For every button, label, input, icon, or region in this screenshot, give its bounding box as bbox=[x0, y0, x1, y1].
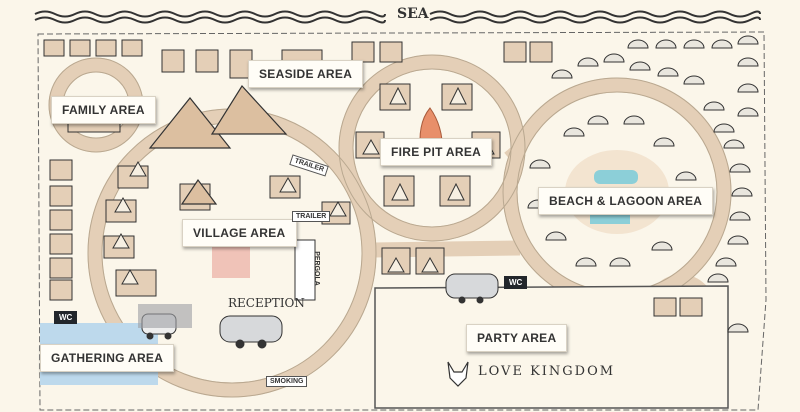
trailer-sign-2: TRAILER bbox=[292, 211, 331, 222]
pergola-sign: PERGOLA bbox=[312, 251, 320, 286]
village-pink-building bbox=[212, 244, 250, 278]
lagoon-water bbox=[594, 170, 638, 184]
area-label-gathering[interactable]: GATHERING AREA bbox=[40, 344, 175, 372]
sea-waves bbox=[34, 10, 761, 24]
area-label-fire-pit[interactable]: FIRE PIT AREA bbox=[380, 138, 493, 166]
area-label-party[interactable]: PARTY AREA bbox=[466, 324, 568, 352]
area-label-beach-lagoon[interactable]: BEACH & LAGOON AREA bbox=[538, 187, 714, 215]
reception-trailer-icon bbox=[219, 315, 283, 349]
tipi-icons bbox=[148, 85, 288, 205]
fire-icon bbox=[419, 107, 443, 141]
site-boundary bbox=[37, 31, 767, 411]
area-label-village[interactable]: VILLAGE AREA bbox=[182, 219, 297, 247]
smoking-sign: SMOKING bbox=[266, 376, 308, 387]
dome-tent-icons bbox=[527, 35, 759, 333]
area-label-family[interactable]: FAMILY AREA bbox=[51, 96, 156, 124]
reception-label: RECEPTION bbox=[228, 296, 305, 310]
area-label-seaside[interactable]: SEASIDE AREA bbox=[248, 60, 364, 88]
brand-name: LOVE KINGDOM bbox=[478, 364, 616, 379]
party-trailer-icon bbox=[445, 273, 499, 304]
fox-logo-icon bbox=[447, 361, 469, 387]
sea-label: SEA bbox=[397, 6, 429, 22]
wc-sign-party: WC bbox=[504, 276, 528, 289]
wc-sign-gathering: WC bbox=[54, 311, 78, 324]
pergola-structure bbox=[294, 239, 316, 301]
